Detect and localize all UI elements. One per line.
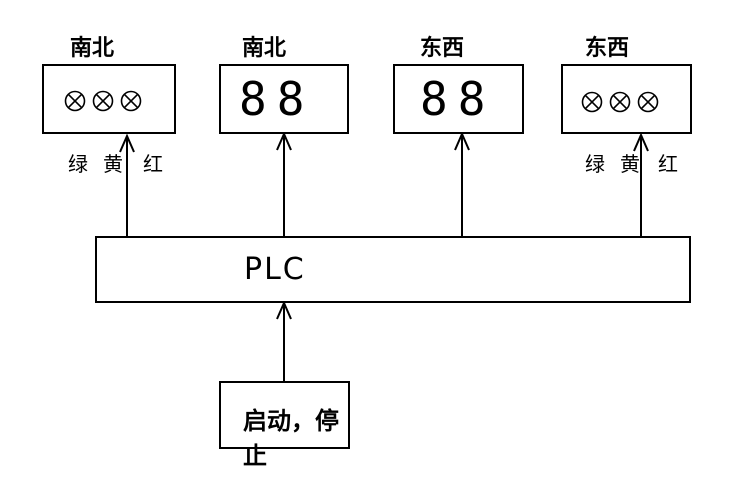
panel-1-lamps-box bbox=[42, 64, 176, 134]
arrowhead-control bbox=[276, 300, 292, 320]
control-label: 启动，停止 bbox=[243, 406, 339, 470]
lamp-group-4 bbox=[581, 91, 659, 113]
panel-1-red-label: 红 bbox=[143, 152, 163, 176]
arrowhead-panel-3 bbox=[454, 131, 470, 151]
panel-2-display-box: 88 bbox=[219, 64, 349, 134]
lamp-green-icon bbox=[581, 91, 603, 113]
arrowhead-panel-2 bbox=[276, 131, 292, 151]
panel-1-yellow-label: 黄 bbox=[103, 152, 123, 176]
plc-box: PLC bbox=[95, 236, 691, 303]
panel-1-title: 南北 bbox=[70, 35, 115, 61]
control-box: 启动，停止 bbox=[219, 381, 350, 470]
lamp-yellow-icon bbox=[609, 91, 631, 113]
lamp-green-icon bbox=[64, 90, 86, 112]
panel-3-digits: 88 bbox=[420, 72, 496, 126]
panel-4-yellow-label: 黄 bbox=[620, 152, 640, 176]
panel-2-digits: 88 bbox=[239, 72, 315, 126]
arrowhead-panel-4 bbox=[633, 132, 649, 152]
panel-4-lamps-box bbox=[561, 64, 692, 134]
panel-4-red-label: 红 bbox=[658, 152, 678, 176]
arrowhead-panel-1 bbox=[119, 133, 135, 153]
lamp-group-1 bbox=[64, 90, 142, 112]
plc-label: PLC bbox=[244, 252, 306, 287]
panel-4-green-label: 绿 bbox=[585, 152, 605, 176]
panel-1-green-label: 绿 bbox=[68, 152, 88, 176]
lamp-red-icon bbox=[637, 91, 659, 113]
panel-3-title: 东西 bbox=[420, 35, 465, 61]
lamp-yellow-icon bbox=[92, 90, 114, 112]
panel-3-display-box: 88 bbox=[393, 64, 524, 134]
panel-4-title: 东西 bbox=[585, 35, 630, 61]
panel-2-title: 南北 bbox=[242, 35, 287, 61]
lamp-red-icon bbox=[120, 90, 142, 112]
